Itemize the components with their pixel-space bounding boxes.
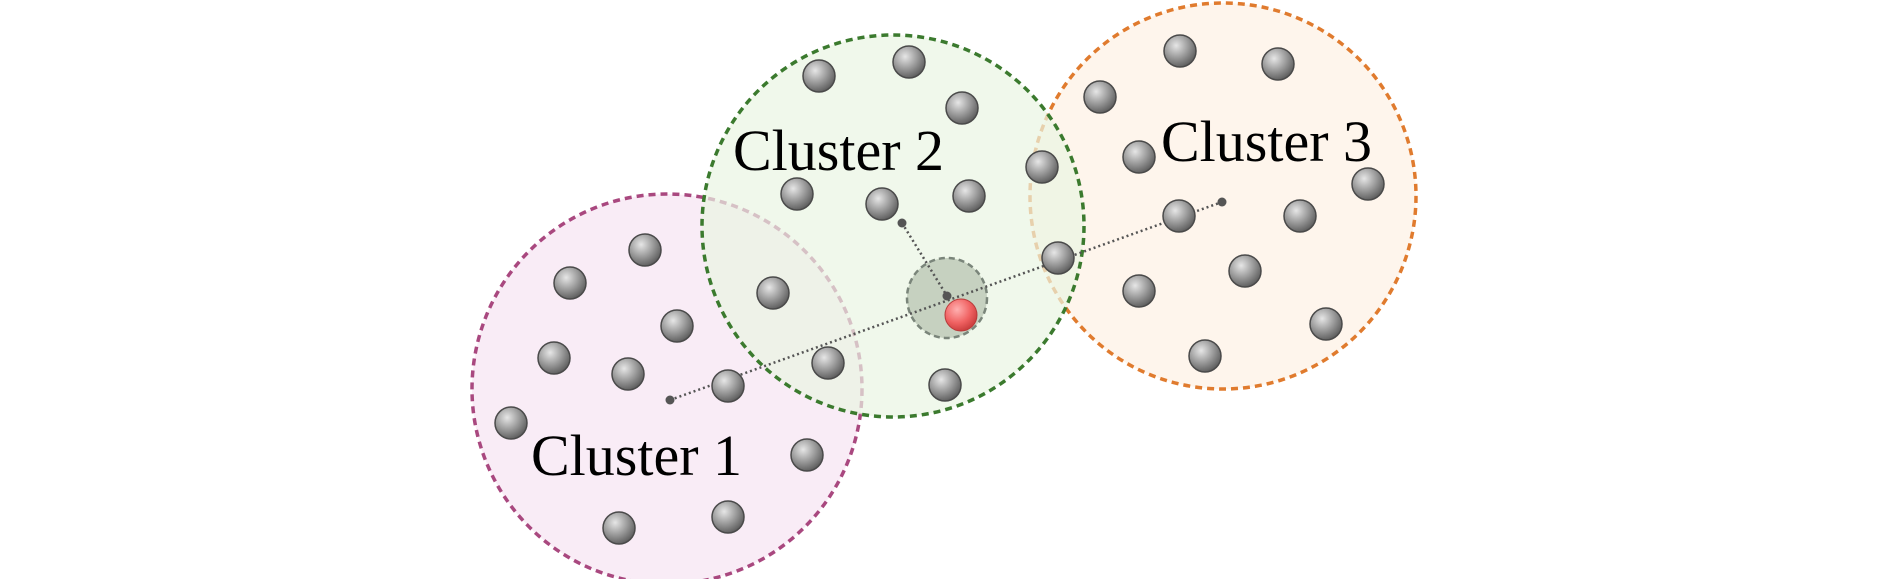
cluster-2 <box>700 33 1086 419</box>
centroid-cluster-3 <box>1217 197 1227 207</box>
centroid-cluster-1 <box>665 395 675 405</box>
cluster-1-label: Cluster 1 <box>531 423 742 488</box>
data-point <box>1163 34 1197 68</box>
data-point <box>611 357 645 391</box>
data-point <box>865 187 899 221</box>
data-point <box>1188 339 1222 373</box>
data-point <box>1261 47 1295 81</box>
cluster-3-label: Cluster 3 <box>1161 109 1372 174</box>
data-point <box>1122 140 1156 174</box>
data-point <box>756 276 790 310</box>
data-point <box>780 177 814 211</box>
data-point <box>928 368 962 402</box>
data-point <box>952 179 986 213</box>
query-point <box>944 298 978 332</box>
data-point <box>537 341 571 375</box>
data-point <box>1283 199 1317 233</box>
data-point <box>1351 167 1385 201</box>
distance-line-cluster-2 <box>900 222 949 297</box>
data-point <box>1041 241 1075 275</box>
distance-lines <box>665 197 1227 405</box>
data-point <box>1025 150 1059 184</box>
data-point <box>945 91 979 125</box>
centroid-cluster-2 <box>897 218 907 228</box>
data-point <box>711 500 745 534</box>
data-point <box>660 309 694 343</box>
cluster-2-region <box>700 33 1086 419</box>
data-point <box>790 438 824 472</box>
data-points <box>494 34 1385 545</box>
data-point <box>892 45 926 79</box>
data-point <box>602 511 636 545</box>
data-point <box>1083 80 1117 114</box>
data-point <box>494 406 528 440</box>
data-point <box>628 233 662 267</box>
data-point <box>553 266 587 300</box>
data-point <box>1309 307 1343 341</box>
centroid-query <box>942 291 952 301</box>
data-point <box>711 369 745 403</box>
data-point <box>1228 254 1262 288</box>
cluster-2-label: Cluster 2 <box>733 118 944 183</box>
data-point <box>1122 274 1156 308</box>
data-point <box>811 346 845 380</box>
data-point <box>1162 199 1196 233</box>
data-point <box>802 59 836 93</box>
